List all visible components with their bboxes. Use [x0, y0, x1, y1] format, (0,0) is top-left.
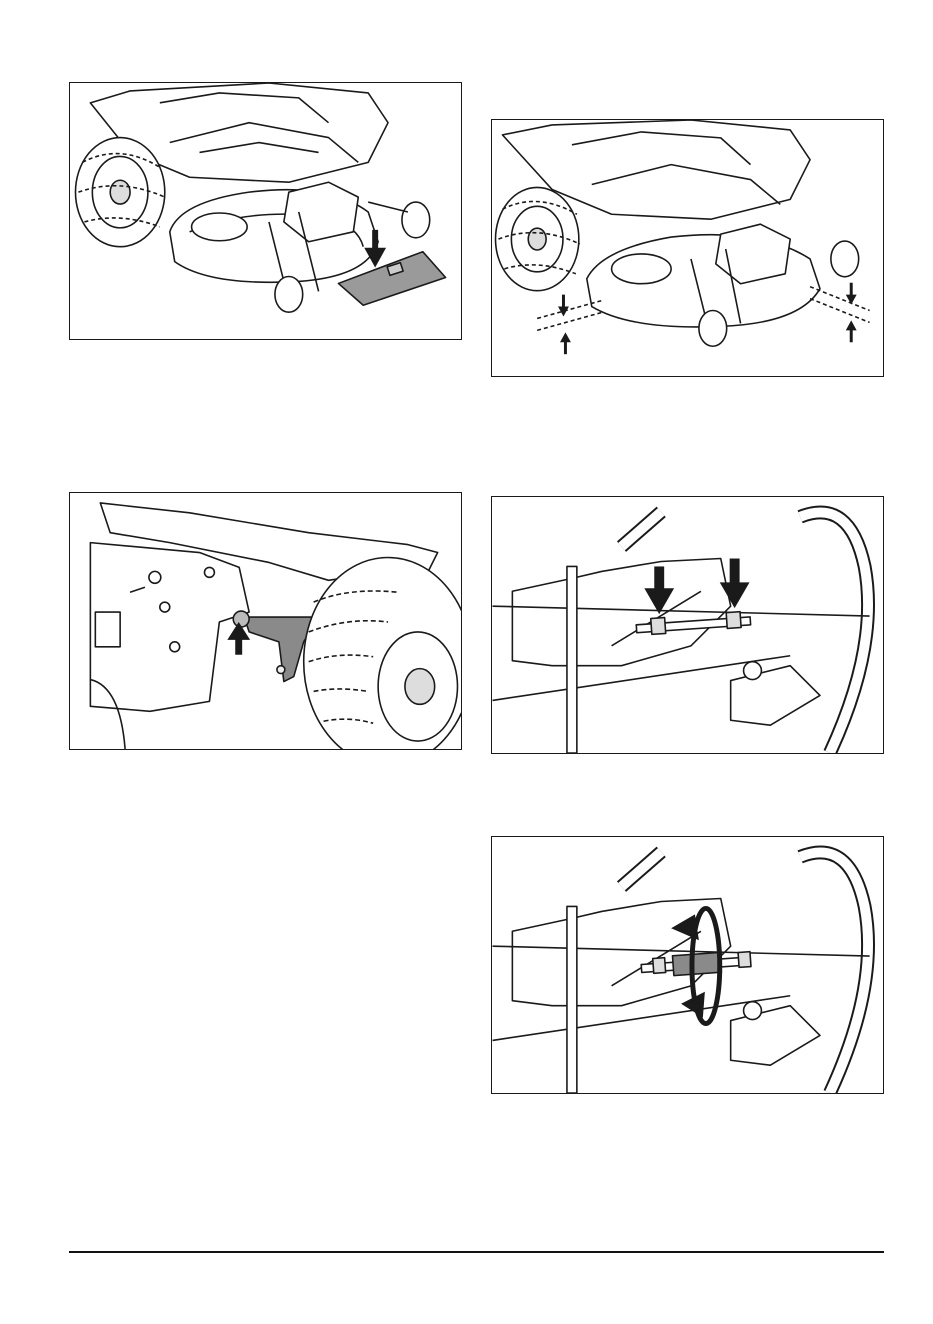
figure-deck-on-board — [69, 82, 462, 340]
adjustment-rod-nuts-illustration — [492, 497, 883, 753]
adjustment-rod-rotate-illustration — [492, 837, 883, 1093]
figure-rotate-rod — [491, 836, 884, 1094]
footer-rule — [69, 1251, 884, 1253]
mower-deck-on-board-illustration — [70, 83, 461, 339]
mower-deck-height-measure-illustration — [492, 120, 883, 376]
figure-pivot-pin — [69, 492, 462, 750]
figure-deck-height — [491, 119, 884, 377]
deck-pivot-pin-illustration — [70, 493, 461, 749]
figure-adjustment-rod — [491, 496, 884, 754]
